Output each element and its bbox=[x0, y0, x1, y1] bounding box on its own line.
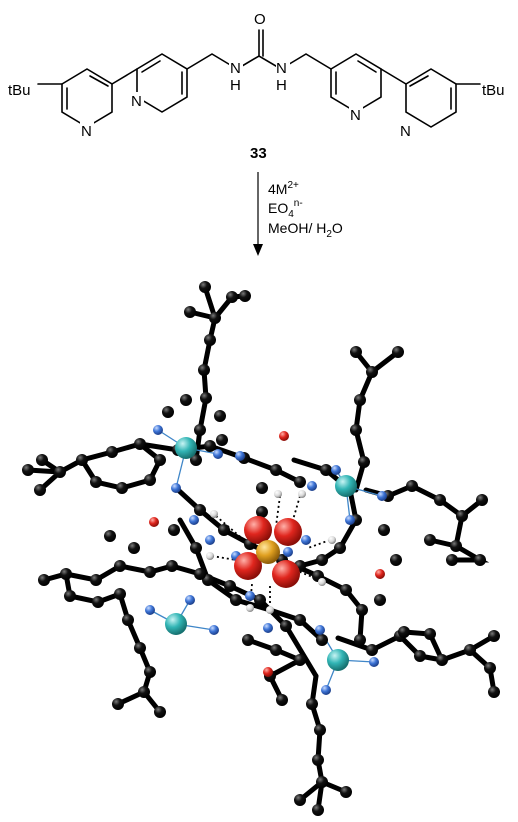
left-outer-ring-nitrogen: N bbox=[81, 123, 92, 140]
anion-central-atom bbox=[256, 540, 280, 564]
reagent-metal: 4M bbox=[268, 181, 287, 197]
reagent-anion: EO bbox=[268, 200, 288, 216]
svg-text:4M2+: 4M2+ bbox=[268, 180, 299, 197]
anion-oxygen-1 bbox=[244, 516, 272, 544]
central-oxoanion bbox=[234, 516, 302, 588]
right-tbu-pyridine-ring bbox=[405, 68, 481, 128]
right-inner-ring-nitrogen: N bbox=[350, 107, 361, 124]
urea-nitrogen-left: N bbox=[230, 60, 241, 77]
urea-oxygen-atoms bbox=[149, 431, 385, 677]
metal-atoms bbox=[165, 437, 357, 671]
reagent-metal-charge: 2+ bbox=[287, 180, 299, 191]
right-outer-ring-nitrogen: N bbox=[400, 123, 411, 140]
carbon-atoms bbox=[22, 281, 500, 816]
ligand-structure: tBu N N O N H N H N N tBu 33 bbox=[8, 10, 505, 162]
solvent-label: MeOH/ H bbox=[268, 220, 326, 236]
solvent-tail: O bbox=[332, 220, 343, 236]
anion-oxygen-2 bbox=[274, 518, 302, 546]
urea-nitrogen-right: N bbox=[276, 60, 287, 77]
svg-text:EO4n-: EO4n- bbox=[268, 198, 303, 220]
left-tbu-label: tBu bbox=[8, 82, 31, 99]
reaction-conditions: 4M2+ EO4n- MeOH/ H2O bbox=[268, 180, 343, 240]
reaction-arrow bbox=[253, 172, 263, 256]
svg-text:MeOH/ H2O: MeOH/ H2O bbox=[268, 220, 343, 240]
reagent-anion-charge: n- bbox=[294, 198, 303, 209]
hydrogen-atoms bbox=[206, 490, 336, 614]
urea-hydrogen-right: H bbox=[276, 77, 287, 94]
right-tbu-label: tBu bbox=[482, 82, 505, 99]
solvent-subscript: 2 bbox=[326, 229, 332, 240]
anion-oxygen-4 bbox=[272, 560, 300, 588]
right-inner-pyridine-ring bbox=[330, 53, 407, 113]
left-tbu-pyridine-ring bbox=[37, 68, 113, 128]
left-inner-ring-nitrogen: N bbox=[131, 93, 142, 110]
urea-oxygen: O bbox=[254, 11, 266, 28]
compound-number: 33 bbox=[250, 145, 267, 162]
reagent-anion-subscript: 4 bbox=[288, 209, 294, 220]
crystal-structure bbox=[22, 281, 500, 816]
anion-oxygen-3 bbox=[234, 552, 262, 580]
urea-hydrogen-left: H bbox=[230, 77, 241, 94]
